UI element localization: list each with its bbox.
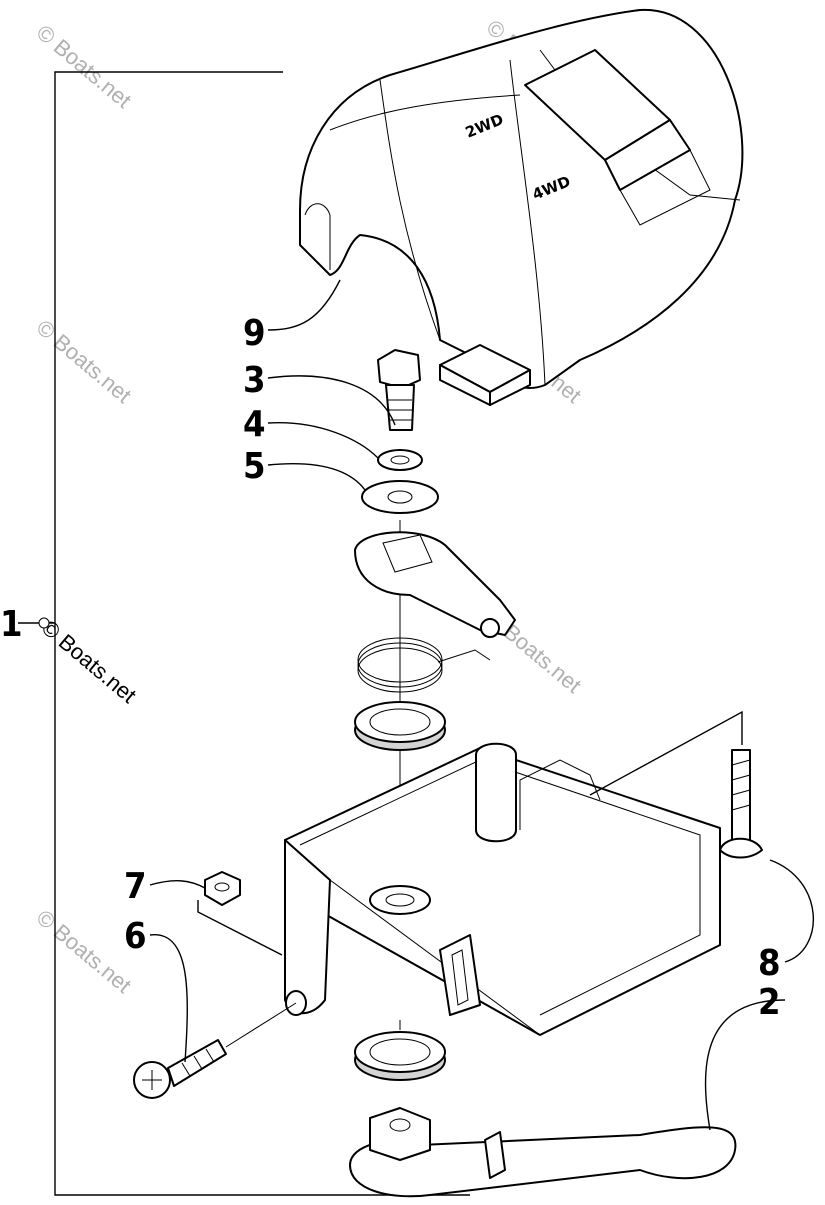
switch-cover: 2WD 4WD (299, 8, 744, 406)
callout-numbers: 1 2 3 4 5 6 7 8 9 (0, 313, 781, 1023)
callout-6: 6 (124, 916, 147, 957)
lock-washer (377, 449, 423, 471)
leader-lines (149, 279, 814, 1131)
callout-4: 4 (243, 404, 266, 445)
callout-3: 3 (243, 360, 266, 401)
callout-2: 2 (758, 982, 781, 1023)
watermark-3: © Boats.net (32, 315, 136, 408)
hex-nut (204, 871, 241, 906)
housing-base (284, 742, 721, 1036)
callout-7: 7 (124, 866, 147, 907)
drive-lever (349, 1107, 737, 1198)
watermark-6: © Boats.net (32, 905, 136, 998)
assembly-bracket (18, 71, 470, 1196)
mounting-screw (589, 710, 763, 859)
cam-plate (354, 531, 516, 638)
pan-head-screw (133, 1002, 297, 1099)
callout-1: 1 (0, 604, 23, 645)
watermark-dark: © Boats.net (37, 615, 141, 708)
flat-washer (361, 480, 439, 514)
callout-9: 9 (243, 313, 266, 354)
callout-5: 5 (243, 446, 266, 487)
watermark-1: © Boats.net (32, 20, 136, 113)
torsion-spring (357, 637, 491, 693)
lower-bushing (354, 1020, 446, 1081)
upper-bushing (354, 701, 446, 751)
callout-8: 8 (758, 943, 781, 984)
bolt (377, 349, 421, 431)
